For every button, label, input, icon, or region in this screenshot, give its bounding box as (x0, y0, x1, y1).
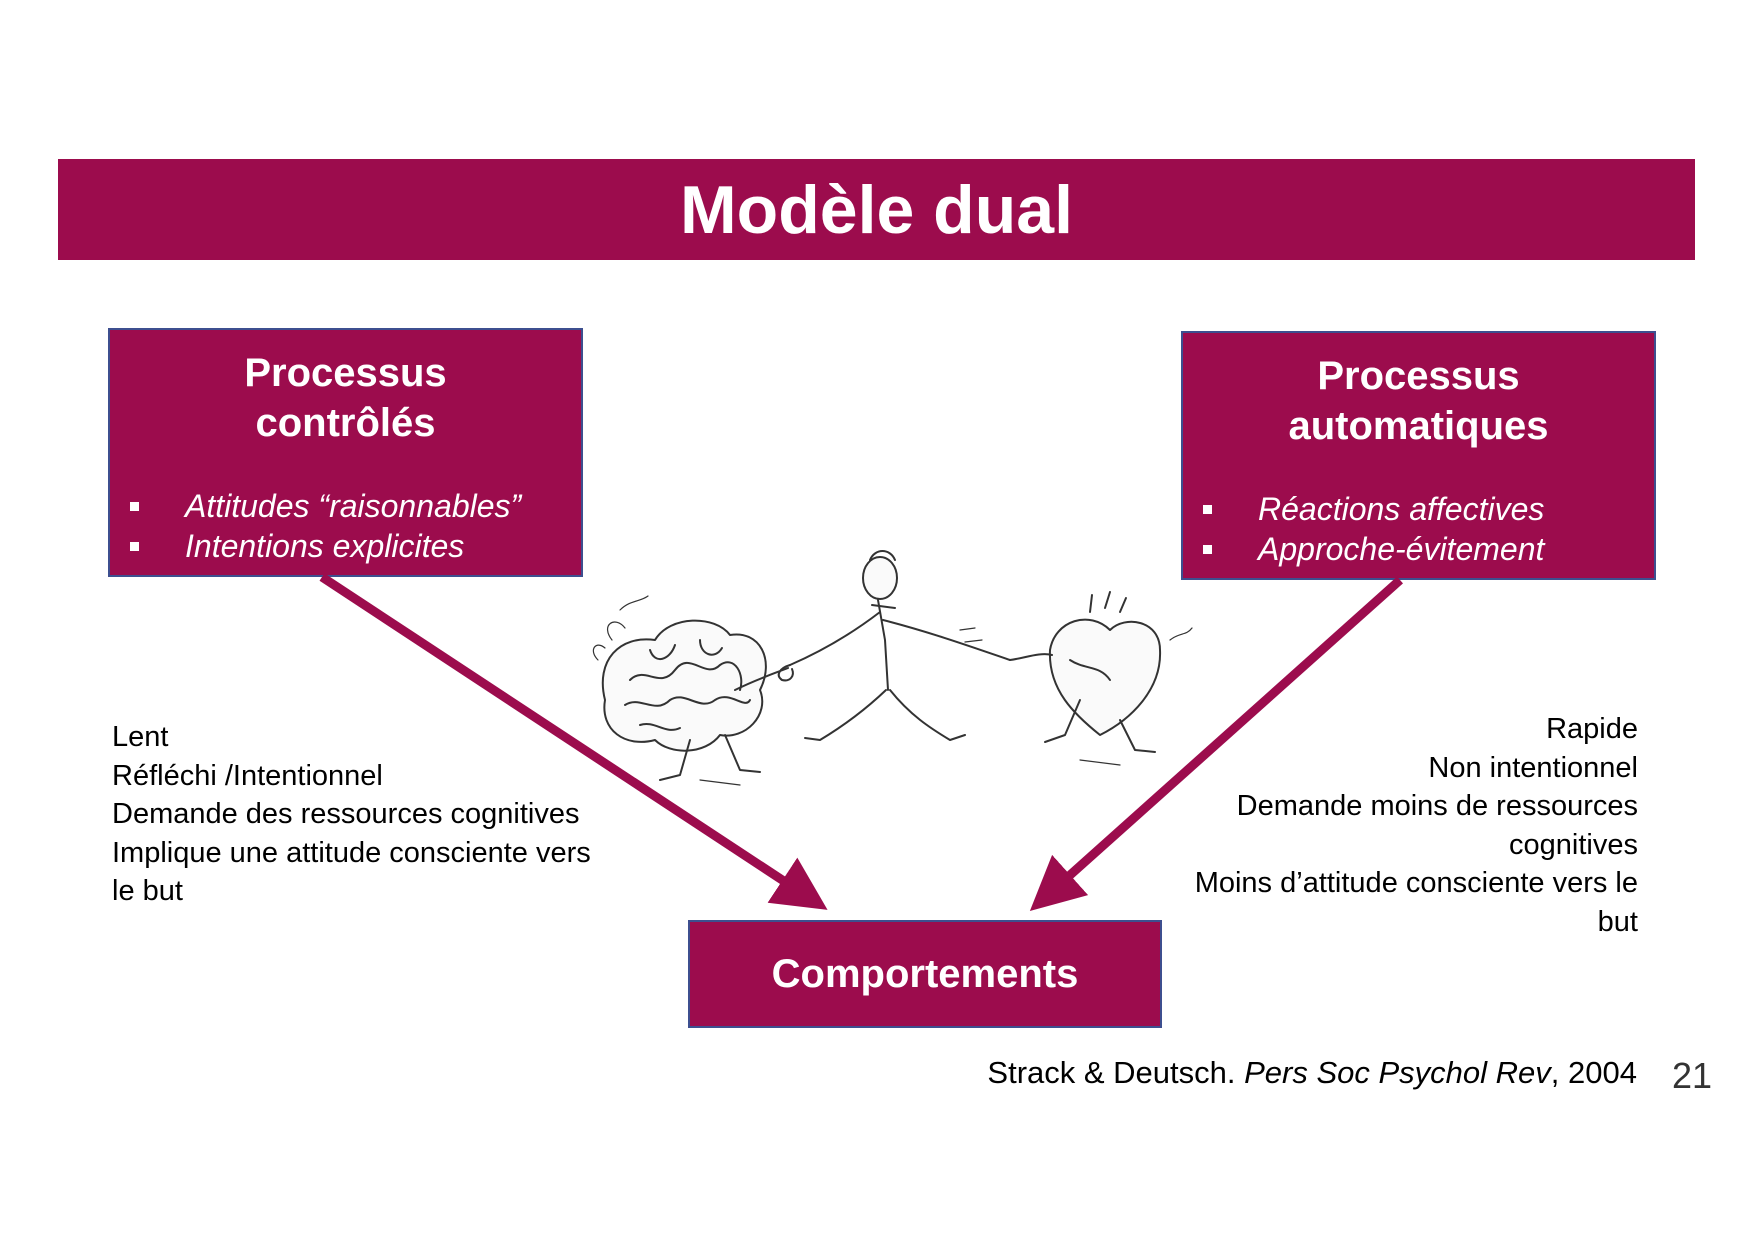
citation-journal: Pers Soc Psychol Rev (1244, 1055, 1551, 1090)
citation: Strack & Deutsch. Pers Soc Psychol Rev, … (987, 1055, 1637, 1091)
person-icon (777, 550, 1011, 741)
heart-icon (1009, 591, 1162, 753)
note-line: Non intentionnel (1428, 751, 1638, 784)
heading-line: contrôlés (255, 401, 436, 445)
automatic-processes-box: Processus automatiques Réactions affecti… (1181, 331, 1656, 580)
right-arrow (1029, 576, 1403, 911)
heading-line: Processus (1317, 354, 1520, 398)
list-item: Intentions explicites (130, 526, 581, 566)
controlled-processes-box: Processus contrôlés Attitudes “raisonnab… (108, 328, 583, 577)
note-line: cognitives (1509, 828, 1638, 861)
rope-left (734, 667, 789, 691)
title-banner: Modèle dual (58, 159, 1695, 260)
note-line: Demande moins de ressources (1236, 790, 1638, 822)
list-item: Approche-évitement (1203, 529, 1654, 569)
automatic-processes-list: Réactions affectives Approche-évitement (1183, 489, 1654, 569)
note-line: Demande des ressources cognitives (112, 798, 580, 830)
behaviors-heading: Comportements (771, 952, 1079, 996)
note-line: le but (112, 875, 183, 907)
tug-of-war-brain-heart-illustration (592, 550, 1193, 786)
list-item: Attitudes “raisonnables” (130, 486, 581, 526)
brain-icon (592, 619, 767, 781)
heading-line: automatiques (1288, 404, 1549, 448)
note-line: Rapide (1546, 713, 1638, 745)
list-item: Réactions affectives (1203, 489, 1654, 529)
controlled-processes-list: Attitudes “raisonnables” Intentions expl… (110, 486, 581, 566)
note-line: but (1597, 905, 1638, 938)
page-number: 21 (1671, 1055, 1712, 1096)
citation-year: , 2004 (1550, 1055, 1637, 1090)
note-line: Lent (112, 721, 169, 753)
note-line: Implique une attitude consciente vers (112, 836, 591, 869)
citation-authors: Strack & Deutsch. (987, 1055, 1236, 1090)
behaviors-box: Comportements (688, 920, 1162, 1028)
page-title: Modèle dual (680, 171, 1073, 248)
automatic-notes: Rapide Non intentionnel Demande moins de… (1118, 710, 1638, 941)
automatic-processes-heading: Processus automatiques (1183, 351, 1654, 451)
note-line: Réfléchi /Intentionnel (112, 759, 383, 792)
heading-line: Processus (244, 351, 447, 395)
left-arrow (319, 573, 828, 910)
controlled-notes: Lent Réfléchi /Intentionnel Demande des … (112, 718, 672, 911)
controlled-processes-heading: Processus contrôlés (110, 348, 581, 448)
note-line: Moins d’attitude consciente vers le (1194, 867, 1638, 899)
